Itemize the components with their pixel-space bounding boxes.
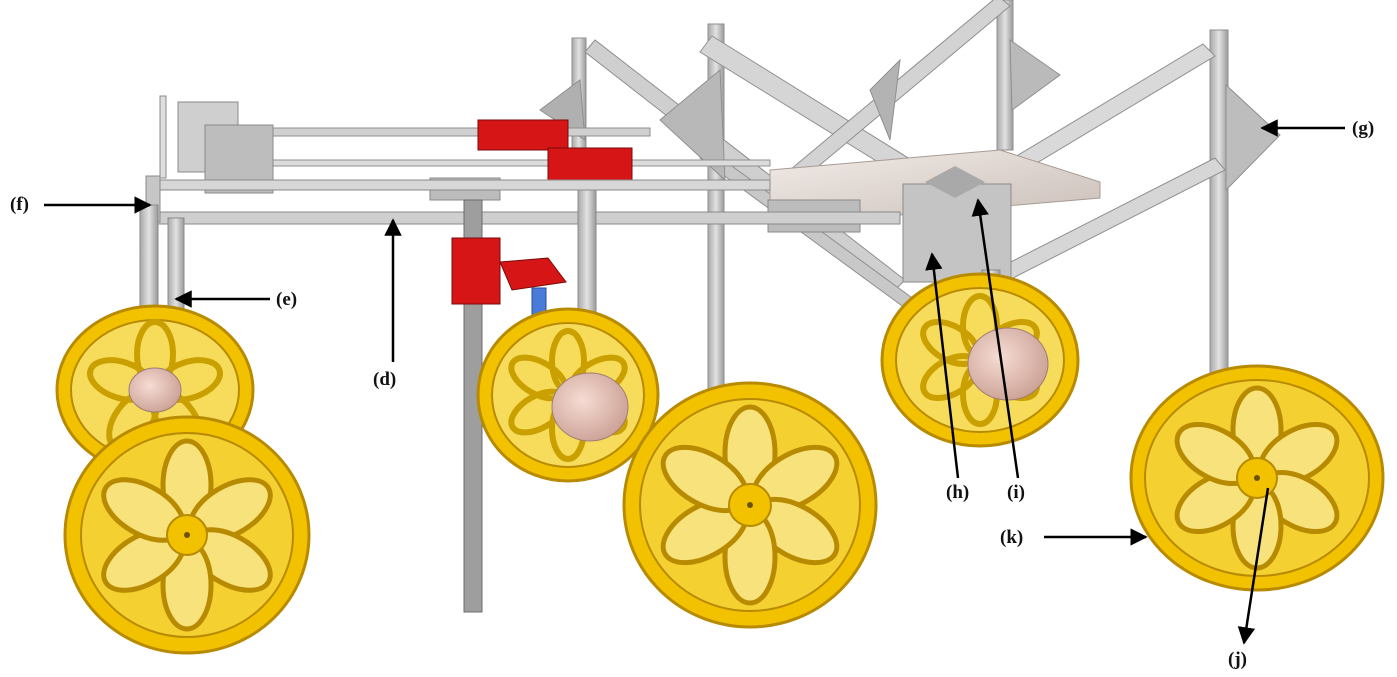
label-e: (e) bbox=[276, 289, 298, 310]
frame-rail-d bbox=[149, 211, 901, 225]
arrow-h bbox=[925, 252, 960, 479]
red-bracket bbox=[499, 257, 567, 291]
callout-arrows bbox=[44, 119, 1345, 645]
wheel bbox=[622, 381, 878, 629]
lead-screw bbox=[269, 127, 651, 137]
gusset-plate bbox=[1009, 39, 1061, 111]
truss-post bbox=[1209, 29, 1229, 376]
gusset-plate bbox=[869, 58, 901, 141]
label-d: (d) bbox=[373, 369, 397, 390]
label-i: (i) bbox=[1007, 482, 1025, 503]
label-f: (f) bbox=[10, 194, 29, 215]
guide-rail bbox=[239, 159, 771, 167]
hub-joint bbox=[925, 166, 985, 198]
red-carriage bbox=[477, 119, 569, 151]
frame-post bbox=[159, 95, 167, 179]
arrow-i bbox=[971, 198, 1020, 479]
gusset-plate-g bbox=[1225, 83, 1281, 192]
label-k: (k) bbox=[1000, 527, 1024, 548]
frame-rail-top bbox=[149, 179, 771, 191]
label-g: (g) bbox=[1352, 118, 1375, 139]
wheel-k bbox=[1129, 364, 1385, 592]
mount-block bbox=[902, 183, 1012, 283]
label-h: (h) bbox=[946, 482, 970, 503]
soil-probe bbox=[451, 199, 567, 613]
gusset-plate bbox=[659, 68, 726, 182]
arrow-j bbox=[1237, 487, 1270, 645]
wheel bbox=[476, 307, 660, 483]
label-j: (j) bbox=[1228, 649, 1247, 670]
red-actuator bbox=[451, 237, 501, 305]
wheel bbox=[63, 415, 311, 655]
wheel bbox=[880, 272, 1080, 448]
